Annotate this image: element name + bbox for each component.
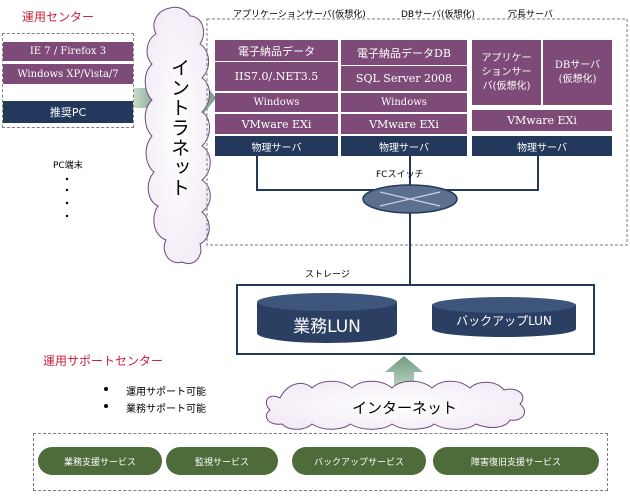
db-server-stack: SQL Server 2008	[341, 66, 467, 92]
services-box	[33, 433, 608, 491]
db-server-data: 電子納品データDB	[341, 40, 467, 66]
app-server-os: Windows	[215, 93, 338, 113]
redundant-app-server: アプリケーションサーバ(仮想化)	[472, 40, 541, 106]
db-physical-server: 物理サーバ	[341, 136, 467, 156]
redundant-server-header: 冗長サーバ	[508, 10, 553, 20]
db-server-vmware: VMware EXi	[341, 114, 467, 135]
service-business-support: 業務支援サービス	[38, 447, 162, 475]
operations-center-box	[2, 33, 134, 128]
app-server-data: 電子納品データ	[215, 40, 338, 62]
server-area-outline	[206, 18, 628, 246]
backup-lun-cylinder	[432, 297, 576, 337]
business-lun-cylinder	[257, 293, 397, 343]
redundant-physical-server: 物理サーバ	[472, 136, 612, 156]
operations-center-title: 運用センター	[22, 10, 95, 24]
service-monitoring: 監視サービス	[166, 447, 278, 475]
support-item-business: 業務サポート可能	[126, 404, 206, 415]
recommended-pc: 推奨PC	[3, 101, 133, 123]
intranet-cloud	[144, 6, 211, 264]
storage-label: ストレージ	[305, 270, 350, 280]
browser-versions: IE 7 / Firefox 3	[3, 42, 133, 62]
service-backup: バックアップサービス	[292, 447, 426, 475]
support-item-operations: 運用サポート可能	[126, 387, 206, 398]
internet-label: インターネット	[352, 399, 458, 417]
app-server-header: アプリケーションサーバ(仮想化)	[233, 10, 366, 20]
business-lun-label: 業務LUN	[293, 317, 361, 337]
redundant-vmware: VMware EXi	[472, 110, 612, 132]
windows-versions: Windows XP/Vista/7	[3, 64, 133, 85]
backup-lun-label: バックアップLUN	[456, 314, 552, 328]
app-server-stack: IIS7.0/.NET3.5	[215, 62, 338, 92]
db-server-header: DBサーバ(仮想化)	[401, 10, 476, 20]
app-server-vmware: VMware EXi	[215, 114, 338, 135]
support-center-title: 運用サポートセンター	[43, 354, 164, 368]
fc-switch-label: FCスイッチ	[376, 170, 424, 180]
internet-cloud	[265, 380, 525, 430]
service-recovery-support: 障害復旧支援サービス	[433, 447, 599, 475]
pc-terminal-label: PC端末	[53, 161, 83, 171]
app-physical-server: 物理サーバ	[215, 136, 338, 156]
redundant-db-server: DBサーバ(仮想化)	[543, 40, 612, 106]
db-server-os: Windows	[341, 93, 467, 113]
intranet-label: イントラネット	[168, 58, 190, 198]
